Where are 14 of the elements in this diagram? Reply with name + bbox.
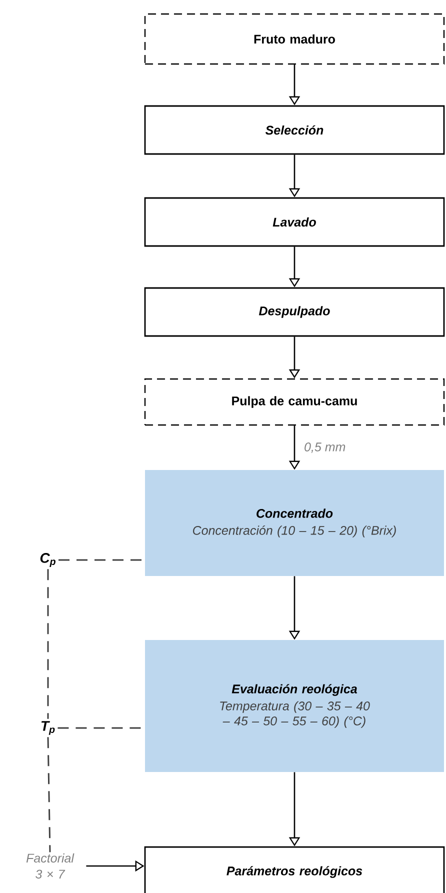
variable-label: T$_{p}$	[41, 721, 55, 735]
process-box: Despulpado	[144, 287, 445, 337]
process-box: Lavado	[144, 197, 445, 247]
edge-label: 0,5 mm	[304, 442, 346, 453]
process-box: Parámetros reológicos	[144, 846, 445, 893]
process-box: Concentrado Concentración (10 – 15 – 20) (°Brix)	[145, 470, 444, 576]
connector-line	[47, 569, 49, 719]
process-box: Evaluación reológica Temperatura (30 – 35 – 40 – 45 – 50 – 55 – 60) (°C)	[145, 640, 444, 772]
process-box: Fruto maduro	[144, 13, 445, 65]
process-box: Pulpa de camu-camu	[144, 378, 445, 426]
process-box: Selección	[144, 105, 445, 155]
design-label: Factorial 3 × 7	[26, 853, 74, 879]
variable-label: C$_{p}$	[40, 553, 56, 567]
connector-line	[47, 737, 51, 852]
